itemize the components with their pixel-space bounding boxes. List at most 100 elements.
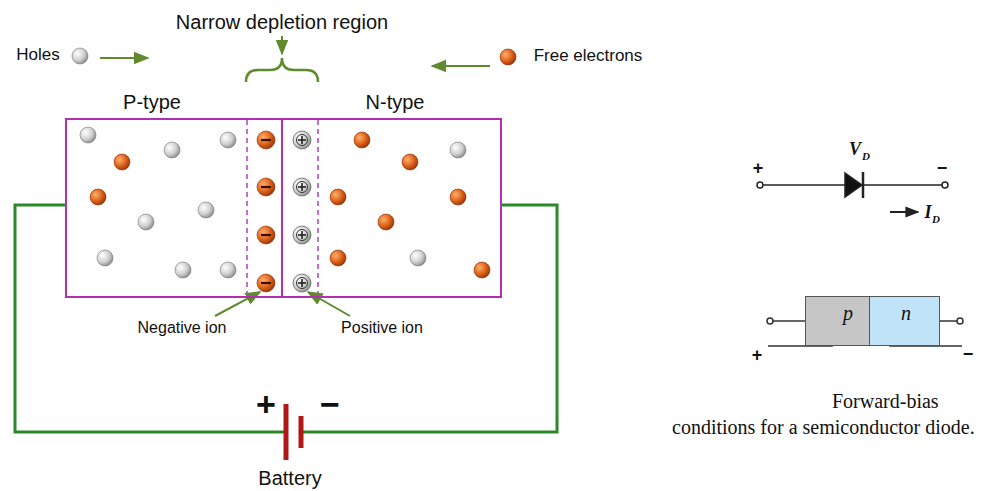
voltage-symbol: V (849, 140, 861, 160)
hole-particle (450, 142, 466, 158)
electron-particle (450, 189, 466, 205)
electron-particle (402, 154, 418, 170)
negative-ion (257, 131, 275, 149)
pointer-arrow (308, 292, 350, 316)
subscript: D (862, 150, 870, 162)
diode-symbol (862, 172, 865, 198)
electron-particle (90, 189, 106, 205)
battery-symbol (299, 416, 304, 448)
positive-ion (301, 231, 303, 239)
negative-ion (261, 186, 271, 188)
positive-ion (301, 279, 303, 287)
positive-ion (293, 274, 311, 292)
electron-particle (474, 262, 490, 278)
region-label: n (901, 302, 911, 324)
hole-particle (80, 127, 96, 143)
depletion-bracket (246, 58, 318, 82)
electron-particle (330, 189, 346, 205)
hole-particle (97, 250, 113, 266)
circuit-wire (15, 205, 557, 432)
diode-symbol (845, 173, 862, 197)
carrier-label: Holes (16, 46, 59, 65)
region-label: P-type (123, 91, 181, 113)
subscript: D (932, 213, 940, 225)
negative-ion (257, 226, 275, 244)
negative-ion (257, 178, 275, 196)
negative-ion (261, 139, 271, 141)
hole-particle (220, 262, 236, 278)
negative-ion (257, 226, 275, 244)
positive-ion (293, 274, 311, 292)
battery-symbol (284, 404, 289, 460)
hole-particle (175, 262, 191, 278)
positive-ion (297, 135, 308, 146)
positive-ion (293, 178, 311, 196)
hole-particle (220, 132, 236, 148)
negative-ion (261, 234, 271, 236)
pointer-arrow (432, 65, 490, 67)
positive-ion (293, 178, 311, 196)
ion-label: Positive ion (341, 319, 423, 337)
diode-symbol (942, 182, 948, 188)
p-region: P-type (65, 118, 283, 298)
electron-particle (330, 250, 346, 266)
ion-symbols (257, 131, 311, 292)
figure-caption: Forward-bias conditions for a semiconduc… (672, 388, 986, 440)
battery-label: Battery (258, 467, 321, 489)
circuit-wire (15, 205, 284, 432)
diode-symbol (757, 182, 763, 188)
charge-carriers (72, 48, 516, 278)
positive-ion (301, 183, 303, 191)
current-symbol: I (924, 203, 931, 223)
n-block: n (870, 296, 940, 346)
hole-particle (164, 142, 180, 158)
diode-symbol (757, 172, 948, 212)
polarity-sign: + (256, 386, 276, 423)
polarity-sign: + (752, 346, 763, 366)
diode-leads (773, 320, 805, 322)
electron-particle (114, 154, 130, 170)
positive-ion (297, 278, 308, 289)
pointer-arrow (100, 57, 148, 59)
electron-particle (354, 132, 370, 148)
positive-ion (293, 131, 311, 149)
circuit-wire (302, 205, 557, 432)
positive-ion (297, 230, 308, 241)
diode-leads (957, 318, 963, 324)
hole-particle (198, 202, 214, 218)
depletion-boundary (317, 120, 319, 296)
ion-label: Negative ion (138, 319, 227, 337)
depletion-bracket (246, 58, 318, 82)
depletion-boundary (246, 120, 248, 296)
negative-ion (261, 282, 271, 284)
negative-ion (257, 274, 275, 292)
electron-particle (500, 49, 516, 65)
hole-particle (72, 48, 88, 64)
hole-particle (138, 214, 154, 230)
region-label: N-type (366, 91, 425, 113)
negative-ion (257, 274, 275, 292)
positive-ion (297, 182, 308, 193)
diode-symbol (890, 211, 918, 213)
positive-ion (301, 136, 303, 144)
positive-ion (293, 226, 311, 244)
positive-ion (293, 131, 311, 149)
polarity-sign: − (320, 386, 340, 423)
diode-leads (767, 318, 773, 324)
polarity-sign: + (753, 159, 764, 179)
electron-particle (378, 214, 394, 230)
negative-ion (257, 131, 275, 149)
carrier-label: Free electrons (534, 47, 643, 66)
p-block: p (805, 296, 870, 346)
positive-ion (293, 226, 311, 244)
region-label: p (843, 302, 853, 324)
battery-symbol (286, 404, 301, 460)
polarity-sign: − (937, 159, 948, 179)
pointer-arrow (281, 36, 283, 54)
pointer-arrow (100, 36, 490, 316)
region-title: Narrow depletion region (176, 11, 388, 33)
polarity-sign: − (963, 345, 974, 365)
pointer-arrow (215, 292, 260, 316)
diode-leads (940, 320, 957, 322)
